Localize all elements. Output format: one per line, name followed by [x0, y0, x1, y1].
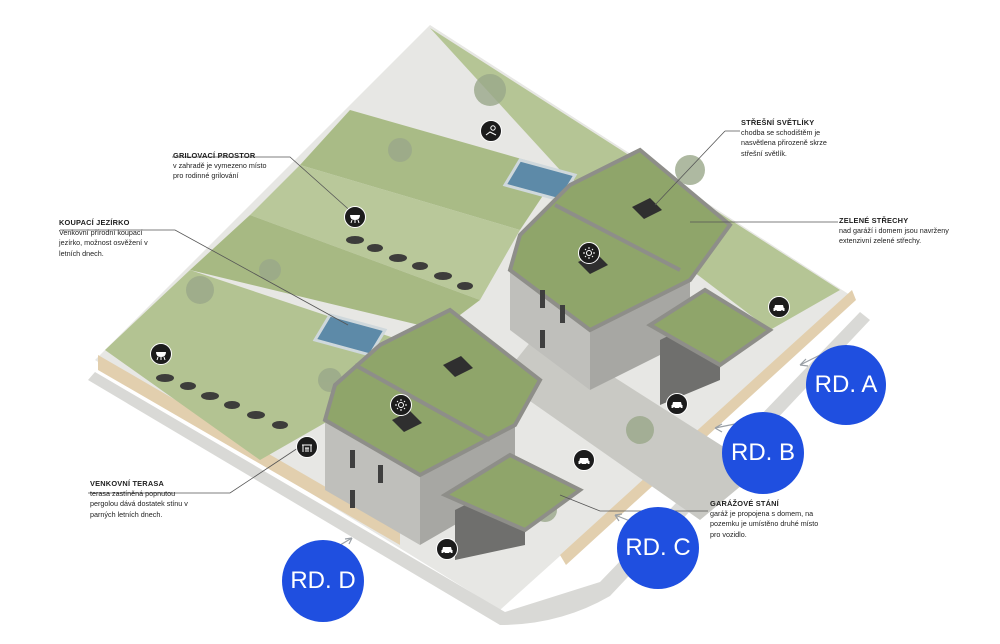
- callout-stresni-svetliky: STŘEŠNÍ SVĚTLÍKY chodba se schodištěm je…: [741, 118, 871, 159]
- badge-rd-d: RD. D: [282, 540, 364, 622]
- callout-line: extenzivní zelené střechy.: [839, 236, 922, 246]
- callout-title: KOUPACÍ JEZÍRKO: [59, 218, 130, 227]
- grill-icon-d: [150, 343, 172, 365]
- callout-grilovaci-prostor: GRILOVACÍ PROSTOR v zahradě je vymezeno …: [173, 151, 303, 182]
- house-ab-roof-divider: [554, 203, 681, 272]
- garden-plot-b-lower: [250, 165, 520, 300]
- sun-lounger-icon: [480, 120, 502, 142]
- callout-line: jezírko, možnost osvěžení v: [59, 238, 148, 248]
- callout-venkovni-terasa: VENKOVNÍ TERASA terasa zastíněná popnuto…: [90, 479, 230, 520]
- street-arrows: [334, 349, 831, 549]
- leader-stresni-svetliky: [654, 130, 740, 206]
- skylight-sun-icon-cd: [390, 394, 412, 416]
- fence-right: [560, 290, 856, 565]
- callout-line: v zahradě je vymezeno místo: [173, 161, 267, 171]
- callout-title: GARÁŽOVÉ STÁNÍ: [710, 499, 779, 508]
- skylight-sun-icon-ab: [578, 242, 600, 264]
- callout-garazove-stani: GARÁŽOVÉ STÁNÍ garáž je propojena s dome…: [710, 499, 860, 540]
- car-icon-d: [436, 538, 458, 560]
- callout-title: ZELENÉ STŘECHY: [839, 216, 909, 225]
- garage-ab-roof: [646, 287, 774, 368]
- car-icon-b: [666, 393, 688, 415]
- stepping-stones: [156, 236, 473, 429]
- callout-line: nad garáží i domem jsou navrženy: [839, 226, 949, 236]
- leader-venkovni-terasa: [88, 439, 311, 494]
- house-cd-roof: [322, 307, 543, 478]
- grill-icon: [344, 206, 366, 228]
- callout-title: GRILOVACÍ PROSTOR: [173, 151, 256, 160]
- garage-cd-roof: [440, 452, 584, 533]
- badge-rd-b: RD. B: [722, 412, 804, 494]
- callout-line: pro rodinné grilování: [173, 171, 239, 181]
- badge-rd-a: RD. A: [806, 345, 886, 425]
- callout-line: chodba se schodištěm je: [741, 128, 821, 138]
- badge-rd-c: RD. C: [617, 507, 699, 589]
- leader-grilovaci-prostor: [172, 156, 356, 216]
- callout-line: terasa zastíněná popnutou: [90, 489, 176, 499]
- car-icon-a: [768, 296, 790, 318]
- house-cd-roof-divider: [354, 363, 491, 442]
- house-cd-skylight-2: [392, 411, 422, 432]
- house-cd-wall-left: [325, 420, 420, 545]
- callout-leaders: [60, 130, 838, 512]
- pergola-table-icon: [296, 436, 318, 458]
- leader-koupaci-jezirko: [60, 229, 349, 326]
- callout-line: Venkovní přírodní koupací: [59, 228, 143, 238]
- car-icon-c: [573, 449, 595, 471]
- callout-line: parných letních dnech.: [90, 509, 163, 519]
- garden-plot-c: [190, 215, 480, 330]
- callout-line: střešní světlík.: [741, 148, 787, 158]
- callout-line: pergolou dává dostatek stínu v: [90, 499, 188, 509]
- house-ab-skylight-1: [632, 198, 662, 219]
- callout-title: VENKOVNÍ TERASA: [90, 479, 165, 488]
- callout-line: pozemku je umístěno druhé místo: [710, 519, 819, 529]
- garden-plot-b: [300, 110, 560, 230]
- callout-line: letních dnech.: [59, 248, 104, 258]
- callout-line: pro vozidlo.: [710, 529, 747, 539]
- callout-zelene-strechy: ZELENÉ STŘECHY nad garáží i domem jsou n…: [839, 216, 984, 247]
- house-ab-wall-left: [510, 270, 590, 390]
- callout-line: nasvětlena přirozeně skrze: [741, 138, 827, 148]
- house-ab-wall-front: [590, 280, 690, 390]
- house-cd-skylight-1: [443, 356, 473, 377]
- callout-line: garáž je propojena s domem, na: [710, 509, 814, 519]
- callout-title: STŘEŠNÍ SVĚTLÍKY: [741, 118, 815, 127]
- callout-koupaci-jezirko: KOUPACÍ JEZÍRKO Venkovní přírodní koupac…: [59, 218, 179, 259]
- windows: [350, 290, 565, 508]
